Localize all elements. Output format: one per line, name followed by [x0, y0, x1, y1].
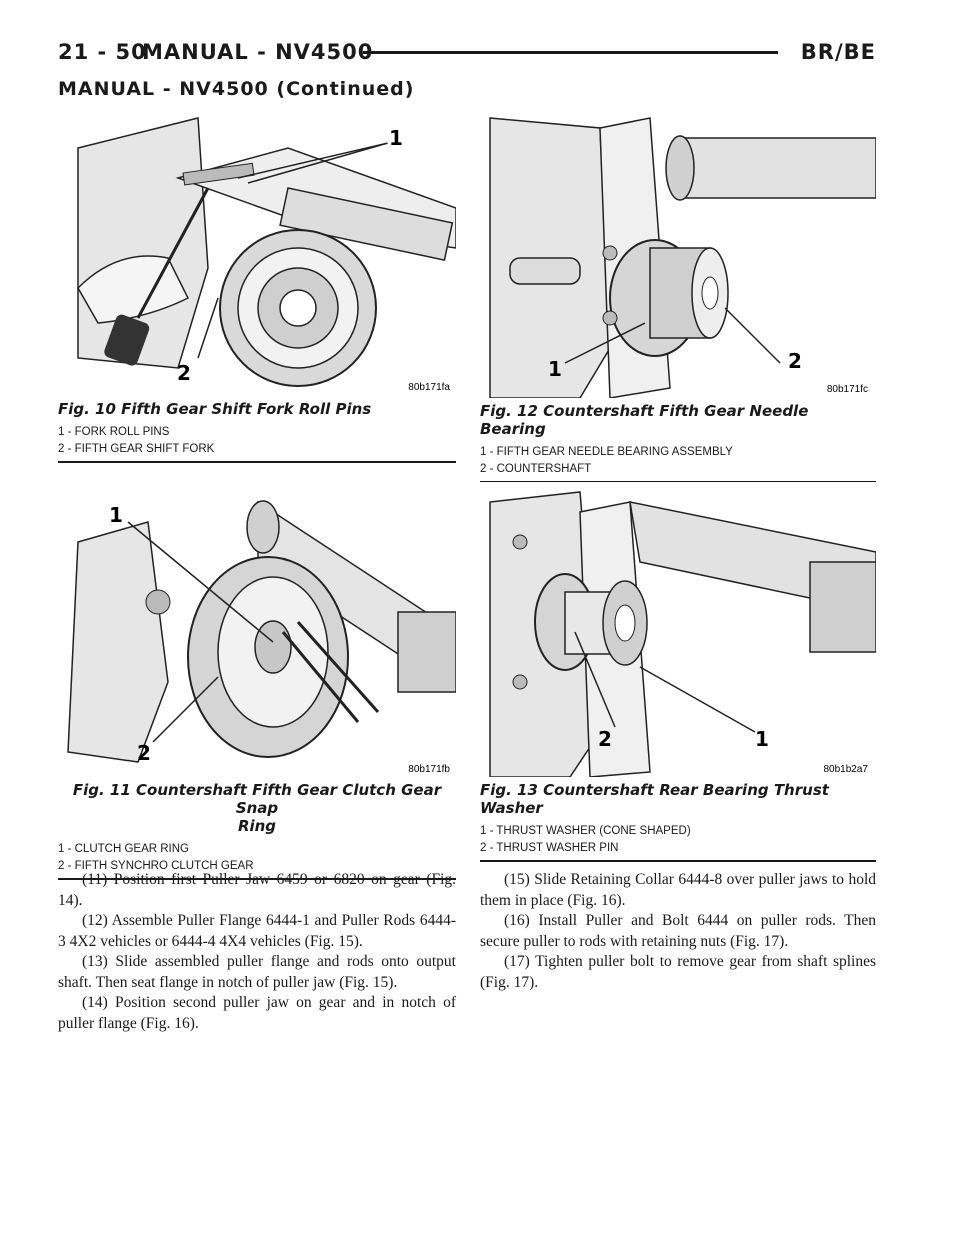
fig11-code: 80b171fb	[408, 764, 450, 775]
step-paragraph: (14) Position second puller jaw on gear …	[58, 994, 456, 1032]
model-code: BR/BE	[800, 40, 876, 64]
fig10-callout-1: 1	[389, 126, 403, 150]
legend-item: 1 - CLUTCH GEAR RING	[58, 843, 189, 855]
figure-13-illustration: 2 1 80b1b2a7	[480, 482, 876, 777]
fig13-callout-2: 2	[598, 727, 612, 751]
figure-10-illustration: 1 2 80b171fa	[58, 108, 456, 396]
fig13-caption: Fig. 13 Countershaft Rear Bearing Thrust…	[480, 781, 829, 817]
fig10-code: 80b171fa	[408, 382, 450, 393]
fig10-callout-2: 2	[177, 361, 191, 385]
step-paragraph: (15) Slide Retaining Collar 6444-8 over …	[480, 871, 876, 909]
fig13-legend: 1 - THRUST WASHER (CONE SHAPED) 2 - THRU…	[480, 823, 876, 857]
page-header: 21 - 50 MANUAL - NV4500 BR/BE	[58, 40, 876, 74]
step-paragraph: (11) Position first Puller Jaw 6459 or 6…	[58, 871, 456, 909]
procedure-steps-right: (15) Slide Retaining Collar 6444-8 over …	[480, 870, 876, 993]
header-rule	[363, 51, 778, 54]
fig12-code: 80b171fc	[827, 384, 868, 395]
fig12-callout-1: 1	[548, 357, 562, 381]
legend-item: 1 - THRUST WASHER (CONE SHAPED)	[480, 825, 691, 837]
figure-13: 2 1 80b1b2a7 Fig. 13 Countershaft Rear B…	[480, 482, 876, 862]
legend-item: 2 - THRUST WASHER PIN	[480, 842, 619, 854]
figure-10: 1 2 80b171fa Fig. 10 Fifth Gear Shift Fo…	[58, 108, 456, 463]
fig12-legend: 1 - FIFTH GEAR NEEDLE BEARING ASSEMBLY 2…	[480, 444, 876, 478]
fig12-callout-2: 2	[788, 349, 802, 373]
fig10-legend: 1 - FORK ROLL PINS 2 - FIFTH GEAR SHIFT …	[58, 424, 456, 458]
page-number: 21 - 50	[58, 40, 147, 64]
fig12-caption: Fig. 12 Countershaft Fifth Gear Needle B…	[480, 402, 809, 438]
figure-divider	[58, 461, 456, 463]
figure-11: 1 2 80b171fb Fig. 11 Countershaft Fifth …	[58, 482, 456, 880]
continued-heading: MANUAL - NV4500 (Continued)	[58, 78, 415, 100]
figure-divider	[480, 860, 876, 862]
step-paragraph: (17) Tighten puller bolt to remove gear …	[480, 953, 876, 991]
fig11-caption: Fig. 11 Countershaft Fifth Gear Clutch G…	[58, 781, 456, 835]
fig11-callout-2: 2	[137, 741, 151, 765]
fig10-caption: Fig. 10 Fifth Gear Shift Fork Roll Pins	[58, 400, 372, 418]
section-title: MANUAL - NV4500	[142, 40, 374, 64]
fig11-caption-line1: Fig. 11 Countershaft Fifth Gear Clutch G…	[72, 781, 442, 817]
legend-item: 1 - FORK ROLL PINS	[58, 426, 170, 438]
legend-item: 2 - FIFTH SYNCHRO CLUTCH GEAR	[58, 860, 254, 872]
figure-11-illustration: 1 2 80b171fb	[58, 482, 456, 777]
fig13-callout-1: 1	[755, 727, 769, 751]
legend-item: 2 - COUNTERSHAFT	[480, 463, 592, 475]
procedure-steps-left: (11) Position first Puller Jaw 6459 or 6…	[58, 870, 456, 1034]
legend-item: 1 - FIFTH GEAR NEEDLE BEARING ASSEMBLY	[480, 446, 733, 458]
step-paragraph: (16) Install Puller and Bolt 6444 on pul…	[480, 912, 876, 950]
fig11-legend: 1 - CLUTCH GEAR RING 2 - FIFTH SYNCHRO C…	[58, 841, 456, 875]
figure-divider	[58, 878, 456, 880]
fig11-caption-line2: Ring	[237, 817, 277, 835]
legend-item: 2 - FIFTH GEAR SHIFT FORK	[58, 443, 215, 455]
figure-12: 1 2 80b171fc Fig. 12 Countershaft Fifth …	[480, 108, 876, 483]
fig11-callout-1: 1	[109, 503, 123, 527]
step-paragraph: (12) Assemble Puller Flange 6444-1 and P…	[58, 912, 456, 950]
step-paragraph: (13) Slide assembled puller flange and r…	[58, 953, 456, 991]
fig13-code: 80b1b2a7	[824, 764, 869, 775]
figure-12-illustration: 1 2 80b171fc	[480, 108, 876, 398]
